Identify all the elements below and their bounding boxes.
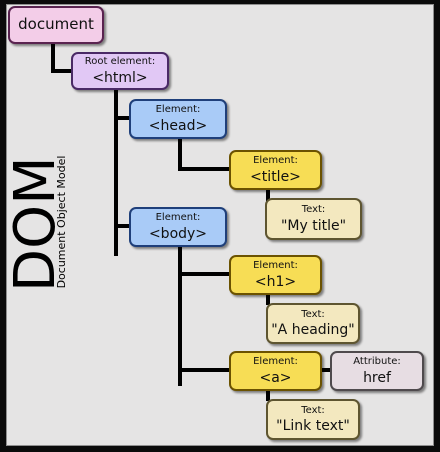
node-document-label: document [18, 15, 94, 34]
node-body-kind: Element: [155, 212, 201, 224]
node-head-tag: <head> [148, 117, 208, 134]
node-h1-text: Text: "A heading" [266, 303, 360, 344]
node-title-text-value: "My title" [280, 217, 347, 234]
node-h1-tag: <h1> [254, 273, 297, 290]
connector-head-title [178, 138, 230, 171]
node-a-attribute-value: href [363, 369, 391, 386]
node-a-attribute-kind: Attribute: [353, 356, 401, 368]
node-html: Root element: <html> [71, 52, 169, 90]
node-head-kind: Element: [155, 104, 201, 116]
dom-subtitle: Document Object Model [55, 155, 68, 289]
node-h1-text-kind: Text: [301, 308, 325, 320]
node-document: document [8, 6, 104, 44]
node-body: Element: <body> [129, 207, 227, 247]
node-title: Element: <title> [229, 150, 322, 190]
node-head: Element: <head> [129, 99, 227, 139]
node-title-text: Text: "My title" [265, 198, 362, 240]
node-a: Element: <a> [229, 351, 322, 391]
node-body-tag: <body> [148, 225, 208, 242]
node-a-text-value: "Link text" [276, 418, 350, 435]
node-a-tag: <a> [259, 369, 292, 386]
node-title-kind: Element: [253, 155, 298, 167]
node-h1-kind: Element: [253, 260, 298, 272]
node-a-text: Text: "Link text" [266, 399, 360, 440]
node-html-kind: Root element: [84, 56, 156, 68]
node-a-text-kind: Text: [301, 404, 325, 416]
node-h1-text-value: "A heading" [271, 322, 355, 339]
node-h1: Element: <h1> [229, 255, 322, 295]
node-a-kind: Element: [253, 356, 298, 368]
node-title-tag: <title> [250, 168, 301, 185]
node-title-text-kind: Text: [301, 204, 326, 216]
node-html-tag: <html> [92, 69, 148, 86]
connector-document-html [51, 42, 73, 73]
node-a-attribute: Attribute: href [330, 351, 424, 391]
